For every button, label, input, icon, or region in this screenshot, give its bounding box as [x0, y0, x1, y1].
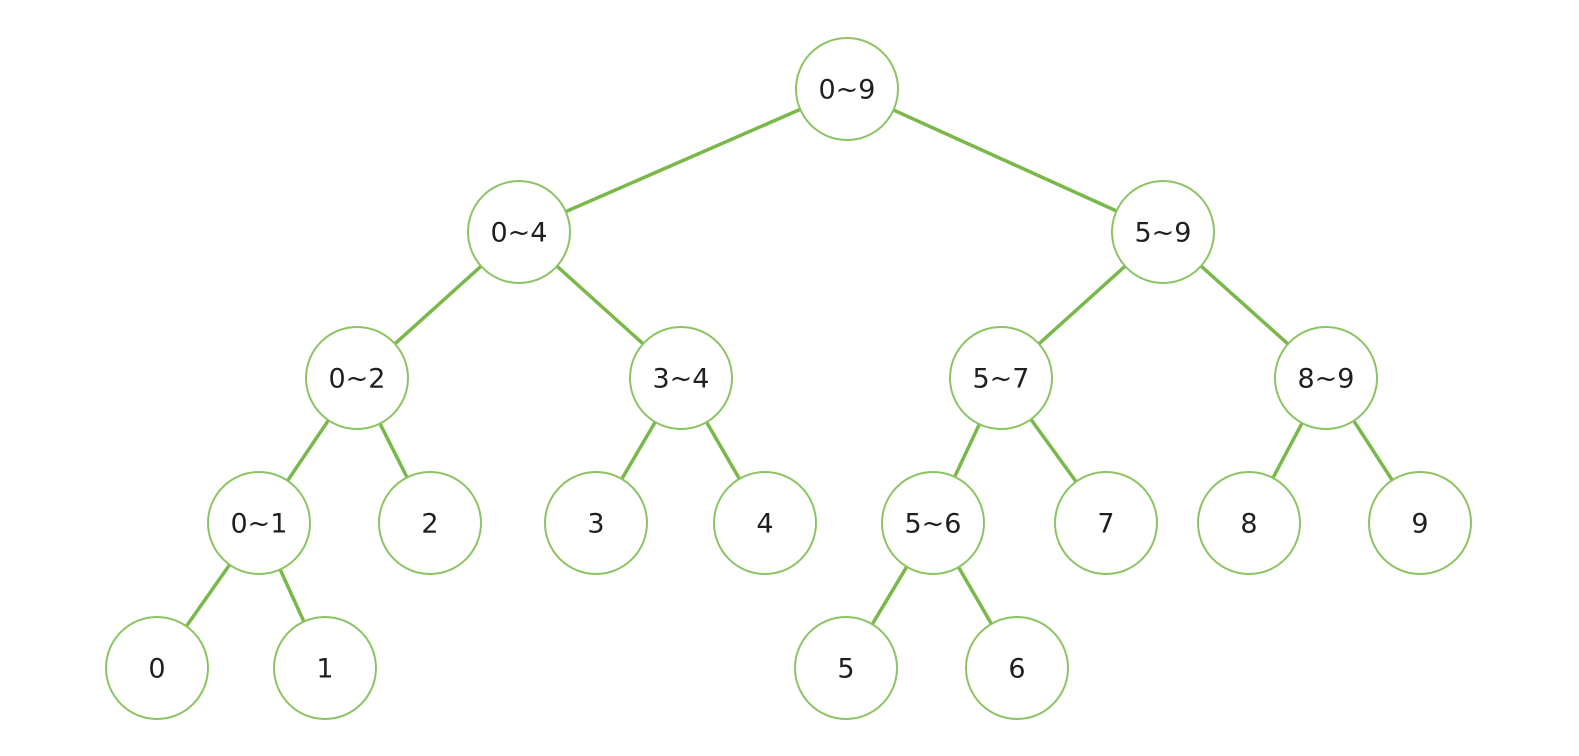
node-label: 5~6: [905, 508, 962, 539]
tree-node-9: 9: [1368, 471, 1472, 575]
tree-edge-0-9-5-9: [845, 87, 1165, 234]
node-circle: [544, 471, 648, 575]
node-label: 5~9: [1135, 217, 1192, 248]
tree-node-3: 3: [544, 471, 648, 575]
node-label: 0: [148, 653, 165, 684]
tree-node-1: 1: [273, 616, 377, 720]
node-label: 6: [1008, 653, 1025, 684]
node-circle: [1111, 180, 1215, 284]
node-circle: [1368, 471, 1472, 575]
node-label: 8~9: [1298, 363, 1355, 394]
node-label: 5: [837, 653, 854, 684]
node-label: 1: [316, 653, 333, 684]
node-circle: [1054, 471, 1158, 575]
tree-node-5-7: 5~7: [949, 326, 1053, 430]
node-circle: [467, 180, 571, 284]
node-circle: [629, 326, 733, 430]
node-circle: [1274, 326, 1378, 430]
node-circle: [105, 616, 209, 720]
node-label: 5~7: [973, 363, 1030, 394]
node-circle: [713, 471, 817, 575]
tree-node-5-9: 5~9: [1111, 180, 1215, 284]
node-circle: [1197, 471, 1301, 575]
tree-node-0-1: 0~1: [207, 471, 311, 575]
tree-node-2: 2: [378, 471, 482, 575]
node-label: 0~1: [231, 508, 288, 539]
tree-node-5: 5: [794, 616, 898, 720]
node-label: 0~2: [329, 363, 386, 394]
tree-node-0: 0: [105, 616, 209, 720]
node-circle: [965, 616, 1069, 720]
node-circle: [794, 616, 898, 720]
node-circle: [207, 471, 311, 575]
node-label: 8: [1240, 508, 1257, 539]
tree-edge-0-9-0-4: [517, 87, 849, 234]
node-circle: [795, 37, 899, 141]
node-label: 4: [756, 508, 773, 539]
tree-node-7: 7: [1054, 471, 1158, 575]
node-label: 3~4: [653, 363, 710, 394]
tree-node-5-6: 5~6: [881, 471, 985, 575]
tree-node-0-9: 0~9: [795, 37, 899, 141]
node-label: 2: [421, 508, 438, 539]
node-circle: [378, 471, 482, 575]
tree-node-8: 8: [1197, 471, 1301, 575]
node-label: 0~9: [819, 74, 876, 105]
tree-node-4: 4: [713, 471, 817, 575]
tree-node-3-4: 3~4: [629, 326, 733, 430]
tree-node-0-4: 0~4: [467, 180, 571, 284]
node-circle: [305, 326, 409, 430]
tree-node-0-2: 0~2: [305, 326, 409, 430]
tree-node-8-9: 8~9: [1274, 326, 1378, 430]
tree-node-6: 6: [965, 616, 1069, 720]
node-label: 7: [1097, 508, 1114, 539]
node-circle: [881, 471, 985, 575]
node-label: 3: [587, 508, 604, 539]
node-circle: [273, 616, 377, 720]
node-label: 9: [1411, 508, 1428, 539]
node-circle: [949, 326, 1053, 430]
node-label: 0~4: [491, 217, 548, 248]
